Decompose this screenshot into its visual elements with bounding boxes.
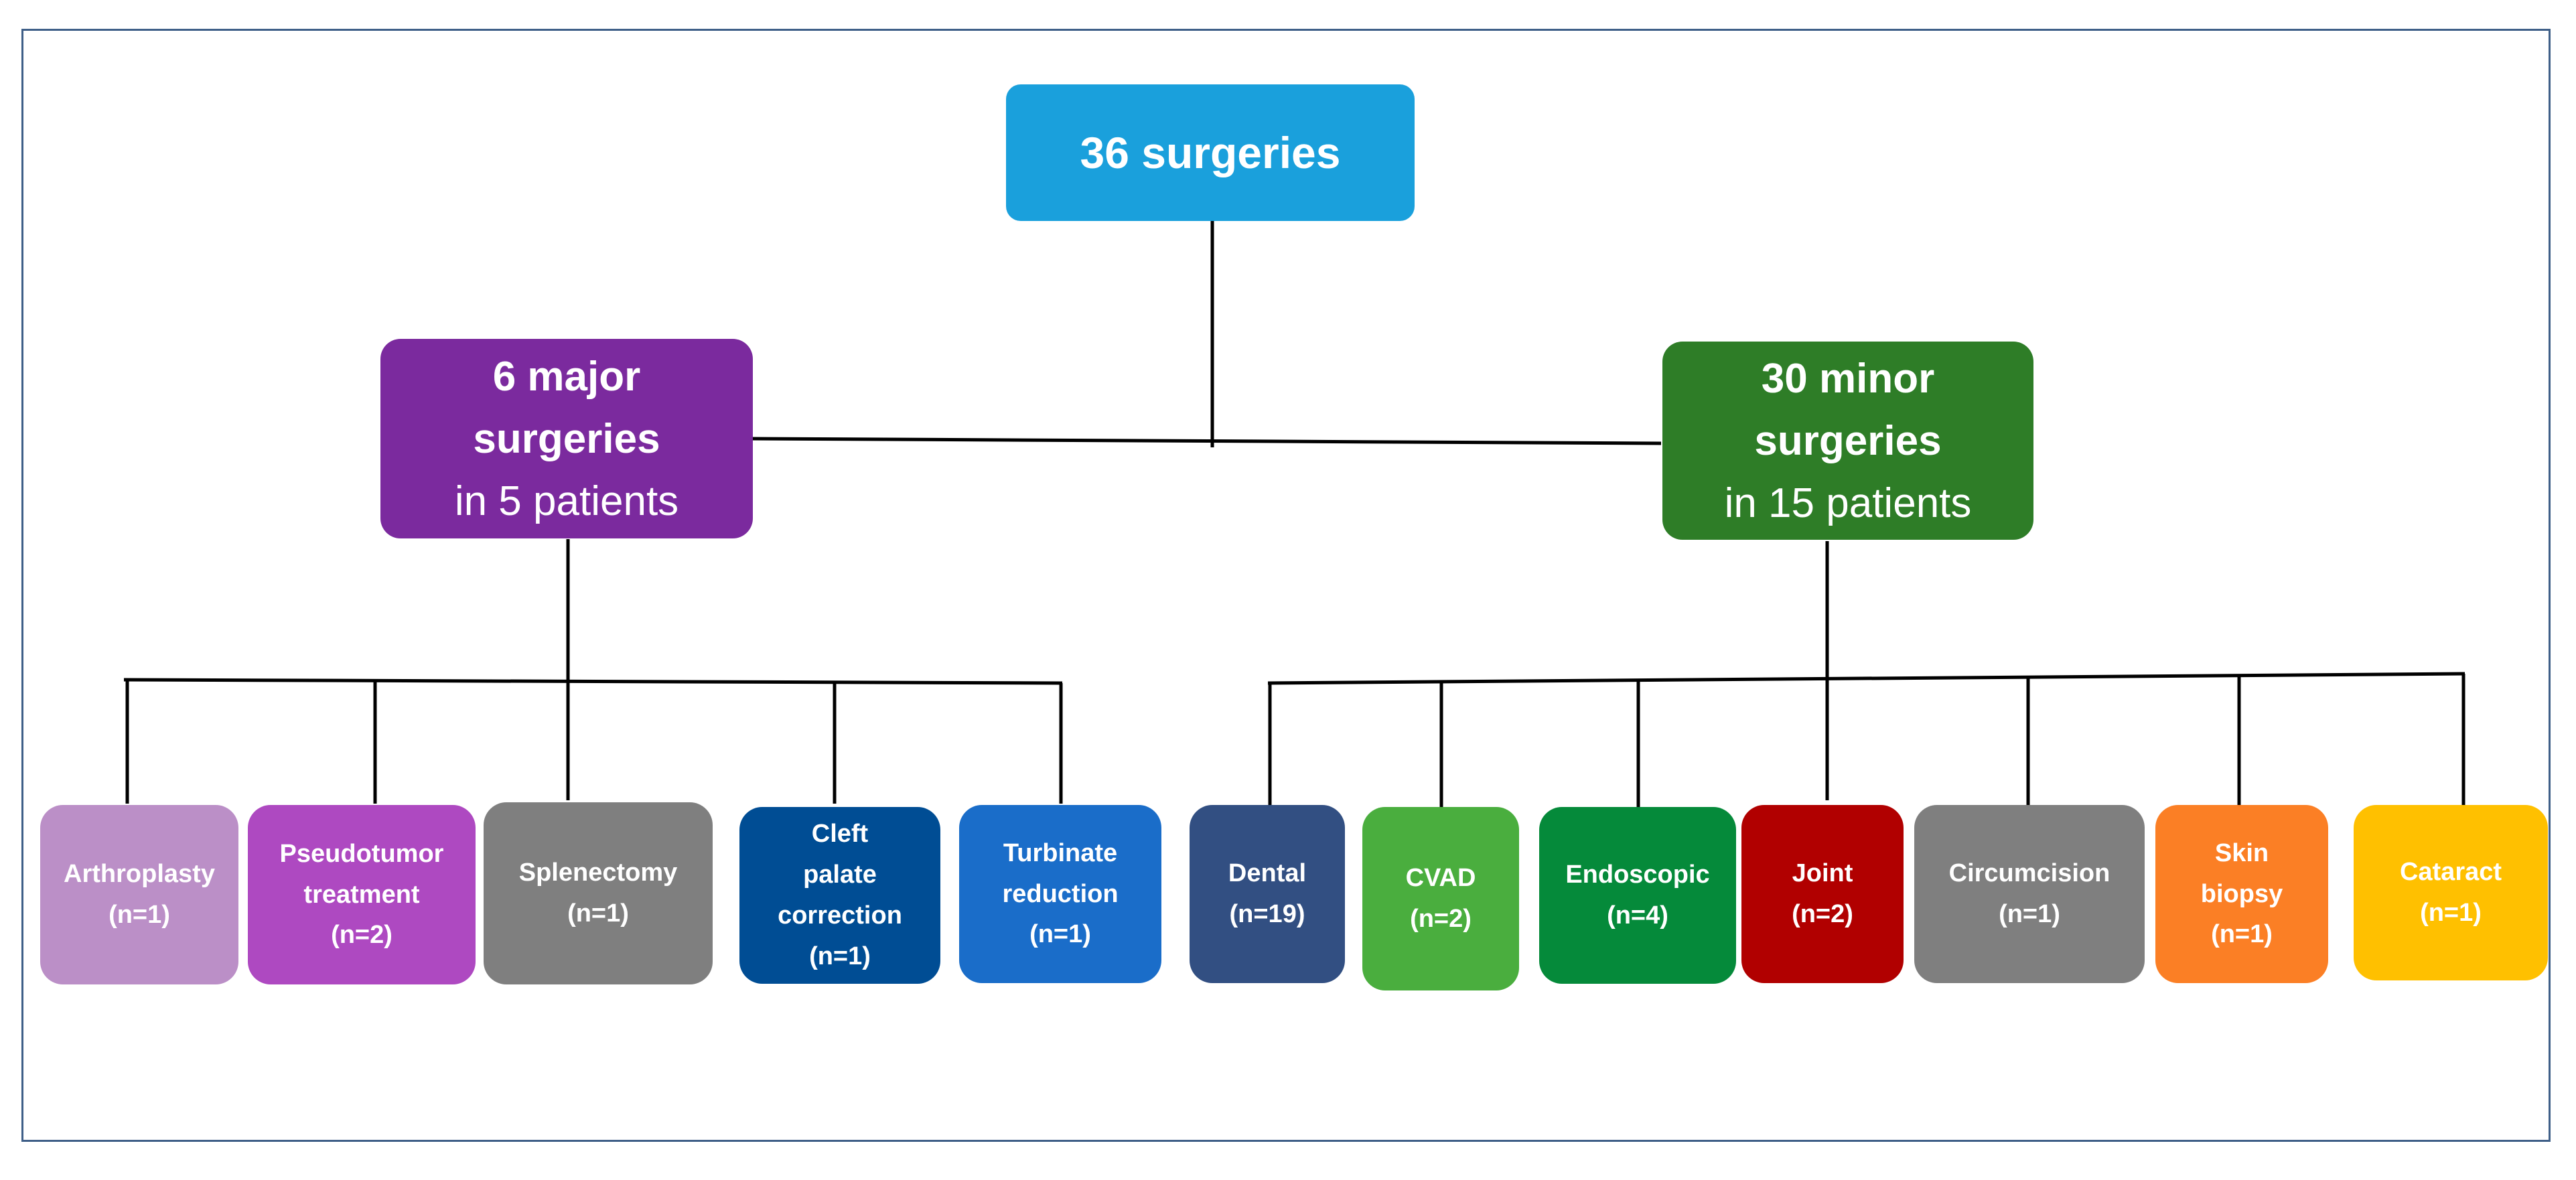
major-leaf-4-line-1: Cleft — [811, 820, 869, 849]
root-label: 36 surgeries — [1080, 128, 1341, 177]
major-leaf-2-line-3: (n=2) — [331, 921, 392, 950]
minor-leaf-6-line-3: (n=1) — [2211, 920, 2273, 949]
minor-leaf-5-line-1: Circumcision — [1948, 859, 2110, 888]
major-leaf-2: Pseudotumor treatment (n=2) — [248, 805, 476, 984]
minor-leaf-6-line-2: biopsy — [2200, 879, 2283, 908]
minor-leaf-6-line-1: Skin — [2214, 838, 2269, 867]
minor-leaf-7: Cataract (n=1) — [2354, 805, 2548, 980]
major-count-label: 6 major — [492, 353, 641, 400]
major-surgeries-label: surgeries — [473, 415, 660, 462]
minor-leaf-2-line-1: CVAD — [1405, 864, 1476, 893]
minor-patients-label: in 15 patients — [1724, 480, 1972, 526]
minor-surgeries-label: surgeries — [1754, 417, 1942, 464]
major-leaf-3-line-1: Splenectomy — [518, 859, 678, 887]
major-leaf-5-line-1: Turbinate — [1003, 838, 1118, 867]
minor-leaf-2: CVAD (n=2) — [1362, 807, 1519, 990]
major-leaf-4-line-2: palate — [803, 861, 877, 889]
major-leaf-1-line-1: Arthroplasty — [64, 860, 215, 889]
minor-leaf-5-line-2: (n=1) — [1999, 900, 2060, 928]
major-leaf-5-line-2: reduction — [1002, 879, 1119, 908]
minor-leaf-3-line-1: Endoscopic — [1565, 861, 1710, 889]
major-leaf-4-line-4: (n=1) — [809, 942, 871, 970]
connector-minor-bar — [1267, 672, 2465, 685]
minor-surgeries-node: 30 minor surgeries in 15 patients — [1662, 342, 2033, 540]
major-leaf-5: Turbinate reduction (n=1) — [959, 805, 1161, 983]
minor-leaf-3: Endoscopic (n=4) — [1539, 807, 1736, 984]
minor-leaf-2-line-2: (n=2) — [1410, 905, 1472, 933]
minor-leaf-7-line-2: (n=1) — [2420, 899, 2482, 927]
minor-leaf-1-line-2: (n=19) — [1229, 900, 1305, 928]
minor-leaf-6: Skin biopsy (n=1) — [2155, 805, 2328, 983]
minor-leaf-4-line-2: (n=2) — [1792, 900, 1853, 928]
minor-leaf-7-line-1: Cataract — [2399, 858, 2502, 887]
major-leaf-3: Splenectomy (n=1) — [484, 802, 713, 984]
major-leaf-5-line-3: (n=1) — [1029, 920, 1091, 949]
major-patients-label: in 5 patients — [454, 477, 679, 524]
major-leaf-1: Arthroplasty (n=1) — [40, 805, 238, 984]
diagram-frame — [21, 29, 2551, 1142]
major-leaf-1-line-2: (n=1) — [109, 901, 170, 929]
root-node: 36 surgeries — [1006, 84, 1415, 221]
minor-leaf-3-line-2: (n=4) — [1607, 901, 1668, 930]
major-leaf-4-line-3: correction — [778, 901, 902, 930]
minor-leaf-4: Joint (n=2) — [1741, 805, 1904, 983]
connector-branch-bar — [751, 437, 1662, 445]
major-leaf-3-line-2: (n=1) — [567, 899, 629, 928]
minor-leaf-5: Circumcision (n=1) — [1914, 805, 2145, 983]
minor-leaf-1-line-1: Dental — [1228, 859, 1307, 888]
major-leaf-2-line-2: treatment — [303, 880, 420, 909]
minor-count-label: 30 minor — [1761, 355, 1935, 402]
minor-leaf-1: Dental (n=19) — [1190, 805, 1345, 983]
connector-major-bar — [123, 678, 1063, 685]
major-leaf-2-line-1: Pseudotumor — [279, 839, 444, 868]
minor-leaf-4-line-1: Joint — [1792, 859, 1853, 888]
major-leaf-4: Cleft palate correction (n=1) — [739, 807, 940, 984]
major-surgeries-node: 6 major surgeries in 5 patients — [380, 339, 753, 538]
